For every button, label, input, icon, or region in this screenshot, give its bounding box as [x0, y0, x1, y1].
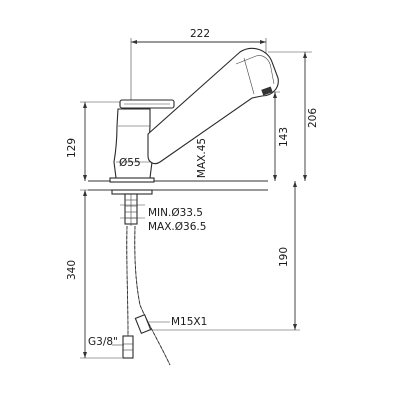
dim-spout-reach: 222	[130, 28, 267, 105]
dim-hose-length: 340	[66, 189, 122, 359]
callout-supply-thread: G3/8"	[88, 336, 124, 348]
faucet-body	[113, 108, 153, 179]
label-hose-length: 340	[66, 260, 78, 280]
dim-total-height: 206	[268, 51, 319, 181]
dim-below-deck: 190	[150, 181, 300, 331]
label-below-deck: 190	[278, 247, 290, 267]
label-min-hole: MIN.Ø33.5	[148, 207, 203, 219]
countertop-deck	[88, 177, 268, 195]
dim-body-height: 129	[66, 101, 122, 181]
dim-hole-diameter: MIN.Ø33.5 MAX.Ø36.5	[120, 204, 206, 233]
label-base-diameter: Ø55	[119, 157, 141, 169]
pull-out-spout	[147, 47, 279, 165]
label-hose-thread: M15X1	[171, 316, 207, 328]
label-supply-thread: G3/8"	[88, 336, 118, 348]
label-spout-height: 143	[278, 127, 290, 147]
label-spout-reach: 222	[190, 28, 210, 40]
label-total-height: 206	[307, 108, 319, 128]
flexible-hoses	[122, 225, 171, 366]
label-max-hole: MAX.Ø36.5	[148, 221, 206, 233]
dim-spout-height: 143	[262, 91, 290, 181]
label-max-deck: MAX.45	[196, 138, 208, 178]
label-body-height: 129	[66, 138, 78, 158]
callout-hose-thread: M15X1	[148, 316, 207, 328]
mounting-stud	[124, 193, 138, 226]
handle-lever	[119, 99, 175, 109]
